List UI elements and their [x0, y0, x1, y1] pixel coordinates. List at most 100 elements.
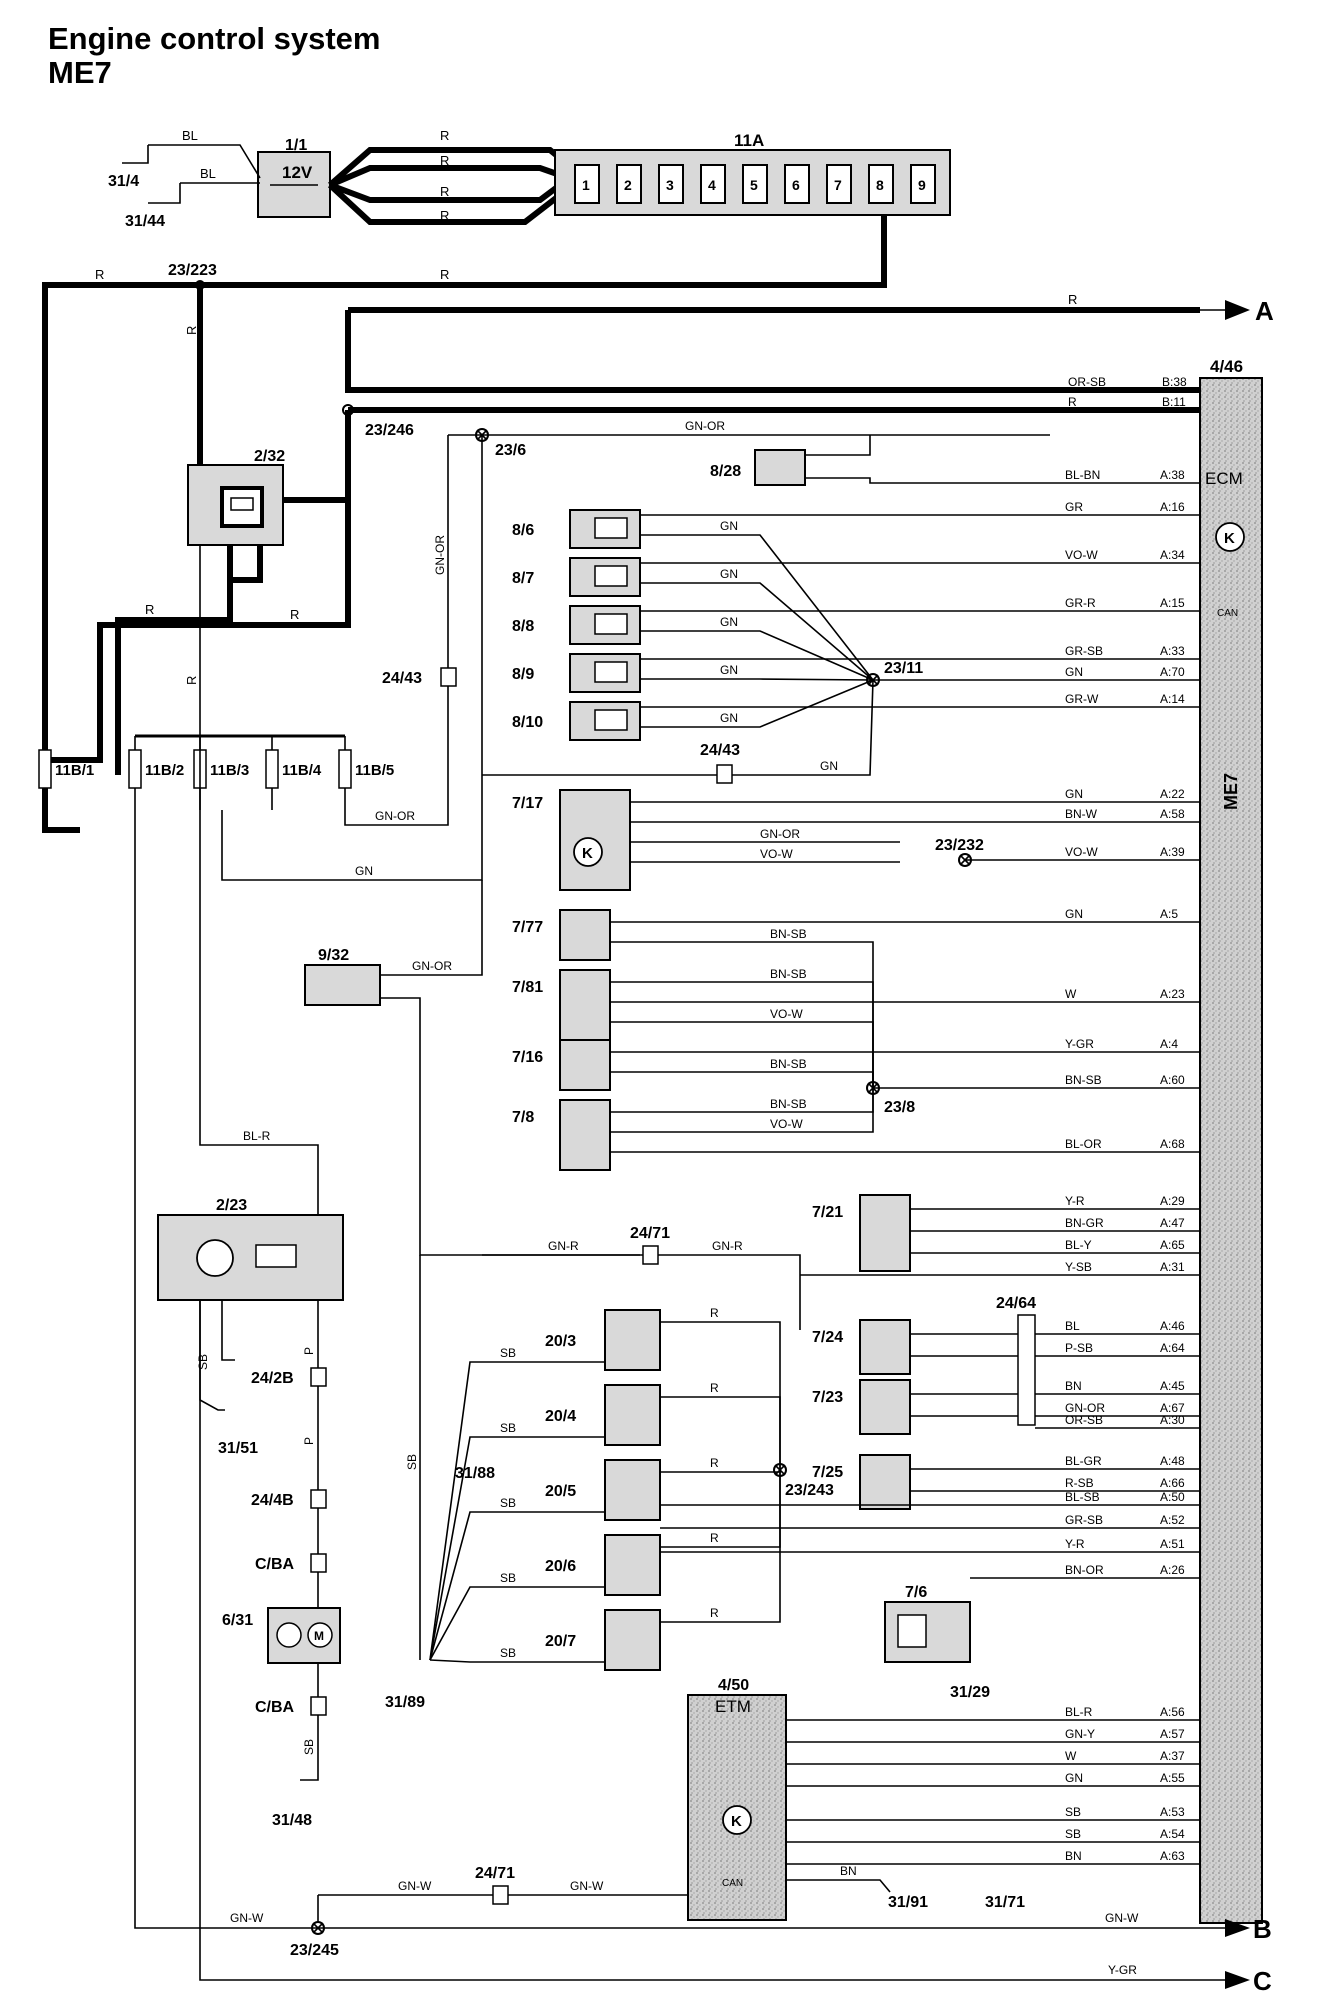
svg-text:M: M [314, 1629, 324, 1643]
sensor-label: 7/77 [512, 919, 543, 936]
svg-text:BL-BN: BL-BN [1065, 468, 1100, 482]
connector-24-43-upper-label: 24/43 [382, 670, 422, 687]
wire-gn-w-out: GN-W [1105, 1911, 1139, 1925]
sensor-7-17-row-label: GN-OR [760, 827, 800, 841]
output-b: B [1253, 1914, 1272, 1944]
output-c: C [1253, 1966, 1272, 1996]
svg-text:8/28: 8/28 [710, 463, 741, 480]
component-8-28: 8/28 BL-BN A:38 [710, 435, 1200, 486]
fuse-11b-label: 11B/3 [210, 762, 249, 779]
pin-b11: B:11 [1162, 395, 1186, 409]
fuse-slot [574, 164, 600, 204]
etm-row-wire-label: GN-Y [1065, 1727, 1095, 1741]
wire-r-relay-b: R [290, 607, 299, 622]
coil-r-wire [660, 1321, 781, 1470]
sensor-row-pin: A:4 [1160, 1037, 1178, 1051]
injector-gn-wire [640, 678, 874, 681]
coil-r-wire [660, 1470, 781, 1548]
coil-label: 20/5 [545, 1483, 576, 1500]
injector-out-wire-label: GR [1065, 500, 1083, 514]
sensor-row-wire [610, 1088, 874, 1133]
sensor-row-pin: A:64 [1160, 1341, 1185, 1355]
ground-31-71: 31/71 [985, 1894, 1025, 1911]
ecm-label: ECM [1205, 469, 1243, 488]
sensor-row-wire-label: R-SB [1065, 1476, 1094, 1490]
splice-23-8-label: 23/8 [884, 1099, 915, 1116]
connector-24-71-lower [492, 1885, 509, 1905]
svg-text:K: K [582, 845, 593, 862]
coil-body [604, 1609, 661, 1671]
sensor-row-wire-label: W [1065, 987, 1077, 1001]
wire-bl-r: BL-R [243, 1129, 271, 1143]
injector-coil [594, 661, 628, 683]
svg-text:GN-OR: GN-OR [412, 959, 452, 973]
sensor-row-pin: A:66 [1160, 1476, 1185, 1490]
svg-text:2/23: 2/23 [216, 1197, 247, 1214]
etm-row-wire-label: BL-R [1065, 1705, 1093, 1719]
connector-24-4b-label: 24/4B [251, 1492, 294, 1509]
y-sb-row-pin: A:31 [1160, 1260, 1185, 1274]
or-sb-row-wire-label: OR-SB [1065, 1413, 1103, 1427]
svg-text:12V: 12V [282, 163, 313, 182]
connector-cba-1-label: C/BA [255, 1556, 295, 1573]
sensor-row-label: BN-SB [770, 1097, 807, 1111]
connector-24-2b-label: 24/2B [251, 1370, 294, 1387]
wire-gn-or-vert: GN-OR [433, 535, 447, 575]
wire-r-main-left: R [95, 267, 104, 282]
ground-31-89: 31/89 [385, 1694, 425, 1711]
injector-out-pin: A:33 [1160, 644, 1185, 658]
connector-24-43-upper [440, 667, 457, 687]
ground-31-48: 31/48 [272, 1812, 312, 1829]
sensor-body [859, 1319, 911, 1375]
wire-gn-r-2: GN-R [712, 1239, 743, 1253]
injector-coil [594, 517, 628, 539]
y-r-row-wire-label: Y-R [1065, 1537, 1085, 1551]
fuse-slot-number: 3 [666, 177, 674, 193]
fuse-slot-number: 9 [918, 177, 926, 193]
sensor-row-wire-label: P-SB [1065, 1341, 1093, 1355]
ground-31-88: 31/88 [455, 1465, 495, 1482]
injector-gn-label: GN [720, 519, 738, 533]
svg-text:ETM: ETM [715, 1697, 751, 1716]
injector-label: 8/10 [512, 714, 543, 731]
injector-out-pin: A:15 [1160, 596, 1185, 610]
sensor-row-wire [610, 1071, 874, 1088]
svg-text:7/17: 7/17 [512, 795, 543, 812]
svg-text:4/50: 4/50 [718, 1677, 749, 1694]
splice-23-246-label: 23/246 [365, 422, 414, 439]
sensor-row-pin: A:68 [1160, 1137, 1185, 1151]
splice-23-8-out-wire-label: BN-SB [1065, 1073, 1102, 1087]
sensor-label: 7/25 [812, 1464, 843, 1481]
ecm-k-letter: K [1224, 530, 1235, 547]
splice-23-245-label: 23/245 [290, 1942, 339, 1959]
wire-r-relay-left: R [145, 602, 154, 617]
fuse-slot-number: 4 [708, 177, 716, 193]
sensor-body [559, 1099, 611, 1171]
sensor-row-wire [610, 1021, 874, 1088]
ecm-id: 4/46 [1210, 357, 1243, 376]
sensor-row-pin: A:45 [1160, 1379, 1185, 1393]
wire-gn-w-1: GN-W [398, 1879, 432, 1893]
injector-out-wire-label: GR-SB [1065, 644, 1103, 658]
splice-23-243-label: 23/243 [785, 1482, 834, 1499]
wire-r-main: R [440, 267, 449, 282]
relay-2-23: 2/23 [157, 1197, 344, 1301]
sensor-7-17-row-pin: A:22 [1160, 787, 1185, 801]
wire-r-bat3: R [440, 184, 449, 199]
injector-gn-wire [640, 534, 874, 681]
injector-label: 8/9 [512, 666, 534, 683]
injector-coil [594, 709, 628, 731]
sensor-row-label: BN-SB [770, 1057, 807, 1071]
coil-sb-label: SB [500, 1421, 516, 1435]
wire-gn-r-1: GN-R [548, 1239, 579, 1253]
connector-24-71-upper [642, 1245, 659, 1265]
ground-31-44: 31/44 [125, 213, 165, 230]
coil-sb-wire [429, 1436, 605, 1661]
sensor-row-label: BN-SB [770, 967, 807, 981]
svg-text:7/6: 7/6 [905, 1584, 927, 1601]
coil-sb-label: SB [500, 1346, 516, 1360]
splice-23-11-out-pin: A:70 [1160, 665, 1185, 679]
